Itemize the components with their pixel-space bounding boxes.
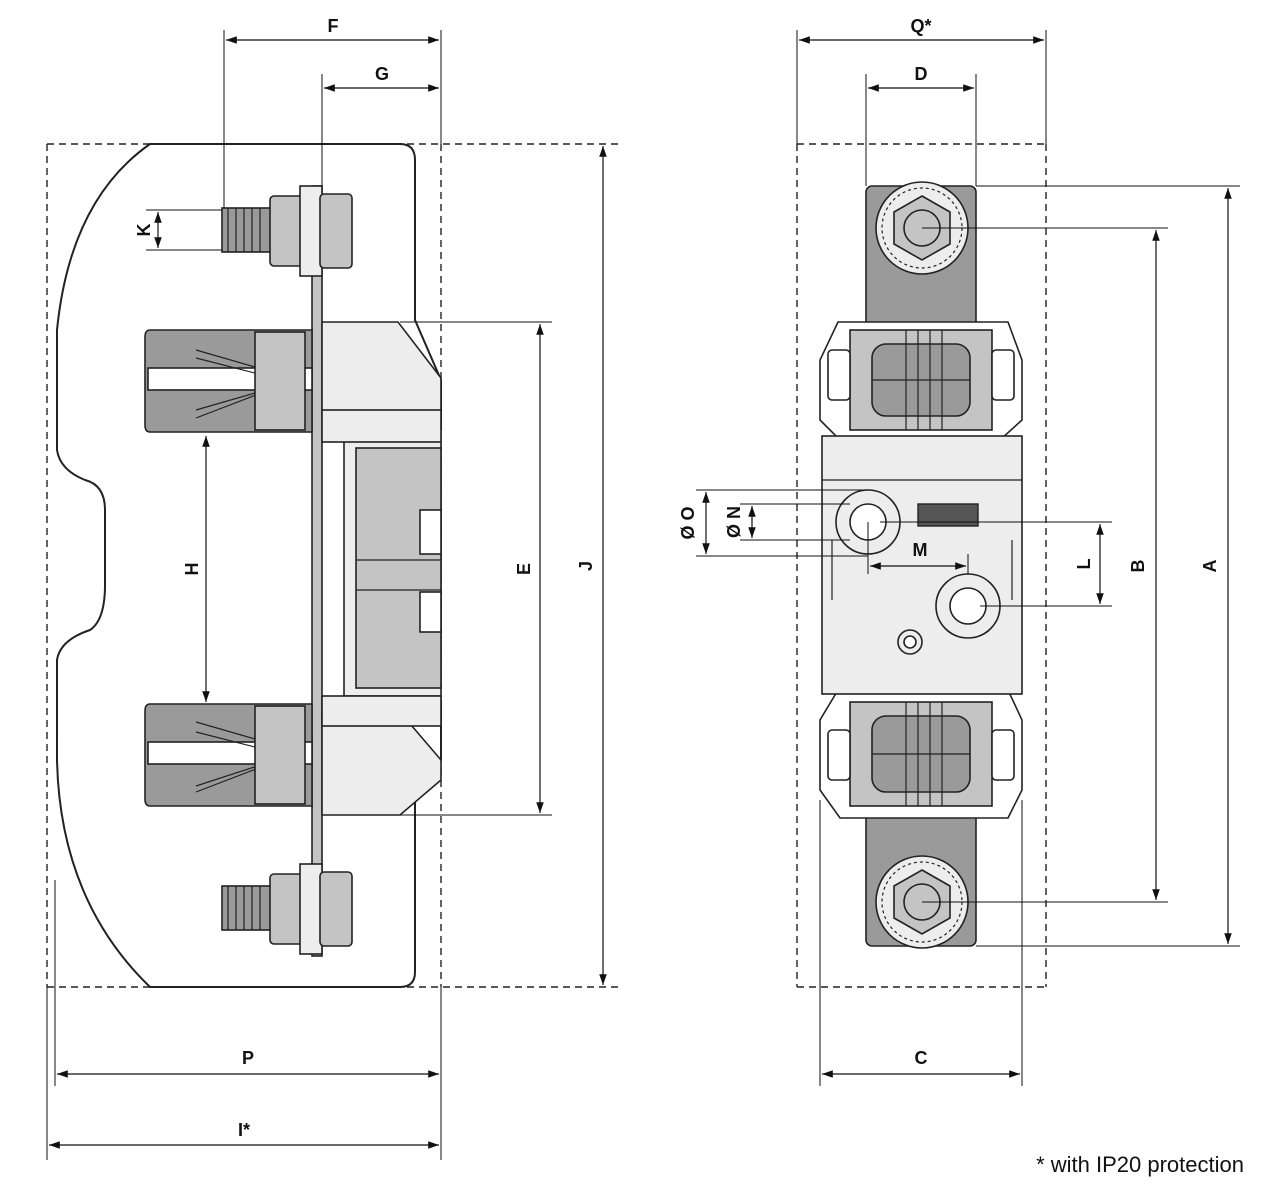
label-n: Ø N (724, 506, 744, 538)
label-p: P (242, 1048, 254, 1068)
center-body-face (355, 447, 442, 689)
dimension-n: Ø N (724, 503, 850, 541)
label-h: H (182, 563, 202, 576)
label-l: L (1074, 559, 1094, 570)
mounting-hole-lower (935, 573, 1001, 639)
dimension-g: G (321, 64, 439, 186)
label-o: Ø O (678, 506, 698, 539)
dimension-m: M (867, 522, 969, 574)
top-rail (321, 409, 442, 443)
dimension-q: Q* (796, 16, 1047, 144)
dimension-k: K (134, 209, 222, 251)
label-a: A (1200, 560, 1220, 573)
label-k: K (134, 224, 154, 237)
label-i: I* (238, 1120, 250, 1140)
upper-clip-assembly (819, 321, 1023, 441)
dimension-j: J (576, 146, 607, 985)
dimension-e: E (400, 321, 552, 816)
label-e: E (514, 563, 534, 575)
label-j: J (576, 561, 596, 571)
label-f: F (328, 16, 339, 36)
front-view: Q* D Ø O Ø N M (678, 16, 1240, 1086)
dimension-d: D (865, 64, 977, 186)
lower-spring-clip (144, 703, 313, 807)
dimension-a: A (976, 185, 1240, 947)
dimension-p: P (54, 880, 442, 1160)
label-b: B (1128, 560, 1148, 573)
small-hole (897, 629, 923, 655)
bottom-rail (321, 695, 442, 727)
dimension-f: F (223, 16, 442, 208)
footnote: * with IP20 protection (1036, 1152, 1244, 1177)
base-body (821, 435, 1023, 695)
upper-spring-clip (144, 329, 313, 433)
dimension-l: L (880, 521, 1112, 607)
label-d: D (915, 64, 928, 84)
upper-bolt (221, 185, 353, 277)
dimension-h: H (182, 436, 210, 702)
label-g: G (375, 64, 389, 84)
center-slot-lower (419, 591, 442, 633)
ip20-envelope-front (796, 143, 1047, 988)
lower-bolt (221, 863, 353, 955)
dimension-o: Ø O (678, 489, 868, 557)
label-m: M (913, 540, 928, 560)
slot (917, 503, 979, 527)
center-slot-upper (419, 509, 442, 555)
label-c: C (915, 1048, 928, 1068)
label-q: Q* (910, 16, 931, 36)
dimension-b: B (922, 227, 1168, 903)
dimension-i: I* (46, 987, 439, 1160)
side-view: F G K H E J (46, 16, 618, 1160)
lower-clip-assembly (819, 689, 1023, 819)
dimension-c: C (819, 800, 1023, 1086)
support-blade (311, 185, 323, 957)
